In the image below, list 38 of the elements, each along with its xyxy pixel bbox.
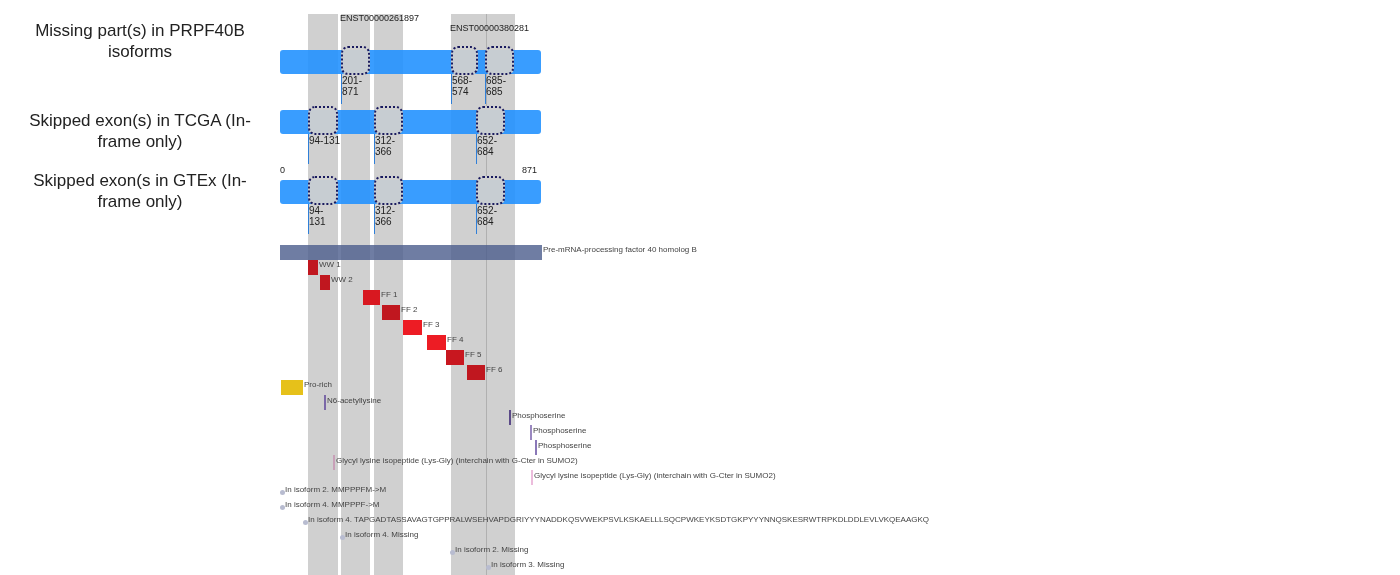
feature-label: Glycyl lysine isopeptide (Lys-Gly) (interchain with G-Cter in SUMO2)	[534, 472, 776, 481]
row-heading: Missing part(s) in PRPF40B isoforms	[34, 20, 246, 62]
feature-label: Phosphoserine	[538, 442, 592, 451]
range-label: 94-131	[309, 136, 342, 147]
feature-label: FF 1	[381, 291, 398, 300]
feature-label: Phosphoserine	[512, 412, 566, 421]
transcript-id: ENST00000261897	[340, 14, 420, 24]
feature-label: In isoform 4. MMPPPF->M	[285, 501, 380, 510]
row-heading: Skipped exon(s in GTEx (In-frame only)	[32, 170, 248, 212]
feature-label: WW 1	[319, 261, 341, 270]
feature-label: In isoform 2. Missing	[455, 546, 529, 555]
feature-label: FF 4	[447, 336, 464, 345]
range-label: 312-366	[375, 206, 396, 227]
feature-label: FF 2	[401, 306, 418, 315]
range-label: 652-684	[477, 206, 498, 227]
feature-label: In isoform 4. Missing	[345, 531, 419, 540]
range-label: 312-366	[375, 136, 396, 157]
feature-label: In isoform 2. MMPPPFM->M	[285, 486, 387, 495]
axis-tick-label: 871	[522, 166, 538, 176]
transcript-id: ENST00000380281	[450, 24, 530, 34]
feature-label: In isoform 3. Missing	[491, 561, 565, 570]
range-label: 201-871	[342, 76, 363, 97]
range-label: 568-574	[452, 76, 473, 97]
feature-label: Glycyl lysine isopeptide (Lys-Gly) (interchain with G-Cter in SUMO2)	[336, 457, 578, 466]
feature-label: In isoform 4. TAPGADTASSAVAGTGPPRALWSEHVAPDGRIYYYNADDKQSVWEKPSVLKSKAELLLSQCPWKEYKSDTGKPYYYNNQSKESRWTRPKDLDDLEVLVKQEAAGKQ	[308, 516, 930, 525]
range-label: 652-684	[477, 136, 498, 157]
feature-label: Pro-rich	[304, 381, 332, 390]
feature-label: FF 5	[465, 351, 482, 360]
feature-label: FF 6	[486, 366, 503, 375]
axis-tick-label: 0	[280, 166, 285, 176]
feature-label: FF 3	[423, 321, 440, 330]
feature-label: Phosphoserine	[533, 427, 587, 436]
row-heading: Skipped exon(s) in TCGA (In-frame only)	[28, 110, 252, 152]
range-label: 94-131	[309, 206, 327, 227]
feature-label: N6-acetyllysine	[327, 397, 382, 406]
feature-label: Pre-mRNA-processing factor 40 homolog B	[543, 246, 697, 255]
range-label: 685-685	[486, 76, 507, 97]
feature-label: WW 2	[331, 276, 353, 285]
